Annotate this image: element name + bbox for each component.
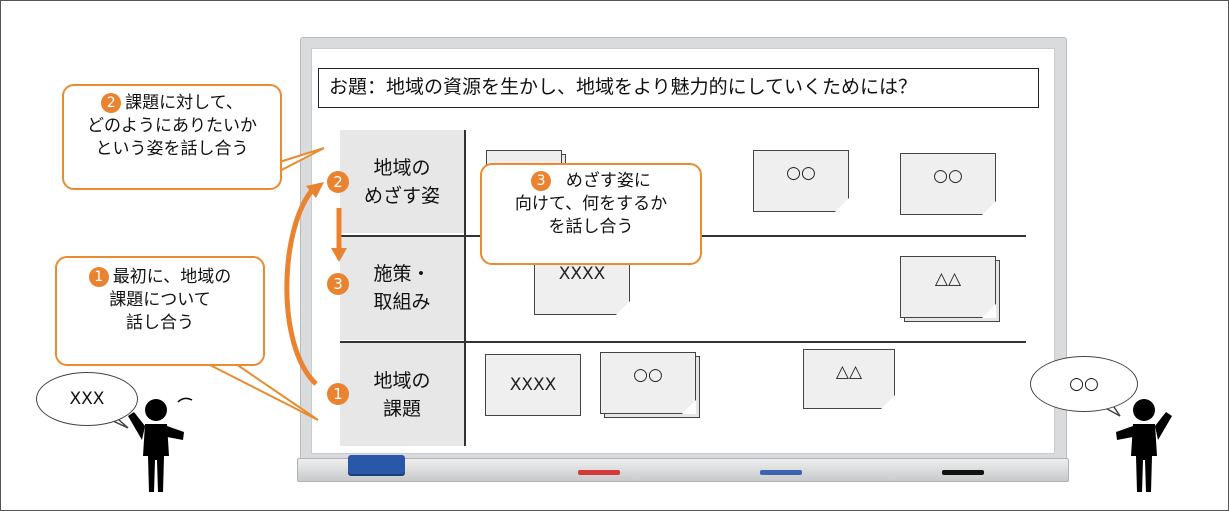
callout-text: という姿を話し合う	[95, 139, 249, 159]
person-icon	[1116, 399, 1172, 492]
sigh-line-icon	[177, 397, 193, 403]
blue-marker-icon	[760, 470, 802, 475]
sticky-note-text: △△	[835, 362, 863, 382]
row-label-line: めざす姿	[363, 184, 440, 207]
speech-text: ○○	[1069, 374, 1099, 394]
step-badge-2: 2	[327, 171, 349, 193]
sticky-note-text: XXXX	[509, 375, 557, 395]
callout-text: 課題に対して、	[125, 93, 243, 113]
speech-bubble-left: XXX	[36, 372, 138, 426]
callout-text: 向けて、何をするか	[514, 194, 668, 214]
grid-divider-vertical	[464, 130, 466, 446]
arrowhead-icon	[306, 182, 324, 198]
callout-text: めざす姿に	[565, 171, 651, 191]
curved-arrow-icon	[284, 186, 318, 386]
sticky-note-stack: △△	[900, 256, 996, 318]
black-marker-icon	[942, 470, 984, 475]
sticky-note-text: △△	[934, 269, 962, 289]
callout-step-3: 3 めざす姿に 向けて、何をするか を話し合う	[480, 163, 702, 265]
speech-bubble-right: ○○	[1030, 356, 1138, 412]
callout-pointer	[269, 147, 325, 177]
grid-divider-horizontal	[340, 341, 1026, 343]
row-label-line: 地域の	[373, 369, 431, 392]
sticky-note-stack: ○○	[600, 352, 696, 414]
callout-text: 話し合う	[126, 313, 194, 333]
callout-pointer	[207, 363, 319, 421]
sticky-note: △△	[803, 349, 895, 409]
step-number-badge: 1	[88, 267, 109, 287]
callout-text: どのようにありたいか	[87, 116, 257, 136]
arrowhead-icon	[331, 248, 347, 262]
row-label-line: 施策・	[373, 263, 431, 285]
step-number-badge: 3	[531, 171, 552, 191]
sticky-note-text: ○○	[633, 365, 663, 385]
row-label-line: 課題	[382, 397, 421, 420]
sticky-note-text: ○○	[933, 166, 963, 186]
eraser-icon	[348, 455, 405, 474]
sticky-note-text: ○○	[786, 163, 816, 183]
callout-text: 最初に、地域の	[112, 267, 232, 287]
sticky-note: ○○	[900, 153, 996, 215]
row-label-line: 地域の	[373, 156, 431, 179]
callout-text: を話し合う	[548, 217, 634, 237]
row-label-vision: 地域のめざす姿	[340, 130, 464, 233]
row-label-issues: 地域の課題	[340, 343, 464, 446]
step-badge-1: 1	[327, 383, 349, 405]
sticky-note-text: XXXX	[558, 264, 606, 284]
board-prompt: お題：地域の資源を生かし、地域をより魅力的にしていくためには？	[318, 68, 1039, 108]
red-marker-icon	[578, 470, 620, 475]
callout-text: 課題について	[109, 290, 211, 310]
speech-text: XXX	[69, 389, 105, 409]
marker-tray	[297, 458, 1069, 482]
sticky-note: ○○	[753, 150, 849, 212]
person-icon	[128, 399, 184, 492]
step-badge-3: 3	[327, 273, 349, 295]
row-label-measures: 施策・取組み	[340, 236, 464, 340]
sticky-note: XXXX	[485, 354, 581, 416]
row-label-line: 取組み	[373, 291, 431, 313]
step-number-badge: 2	[101, 93, 122, 113]
